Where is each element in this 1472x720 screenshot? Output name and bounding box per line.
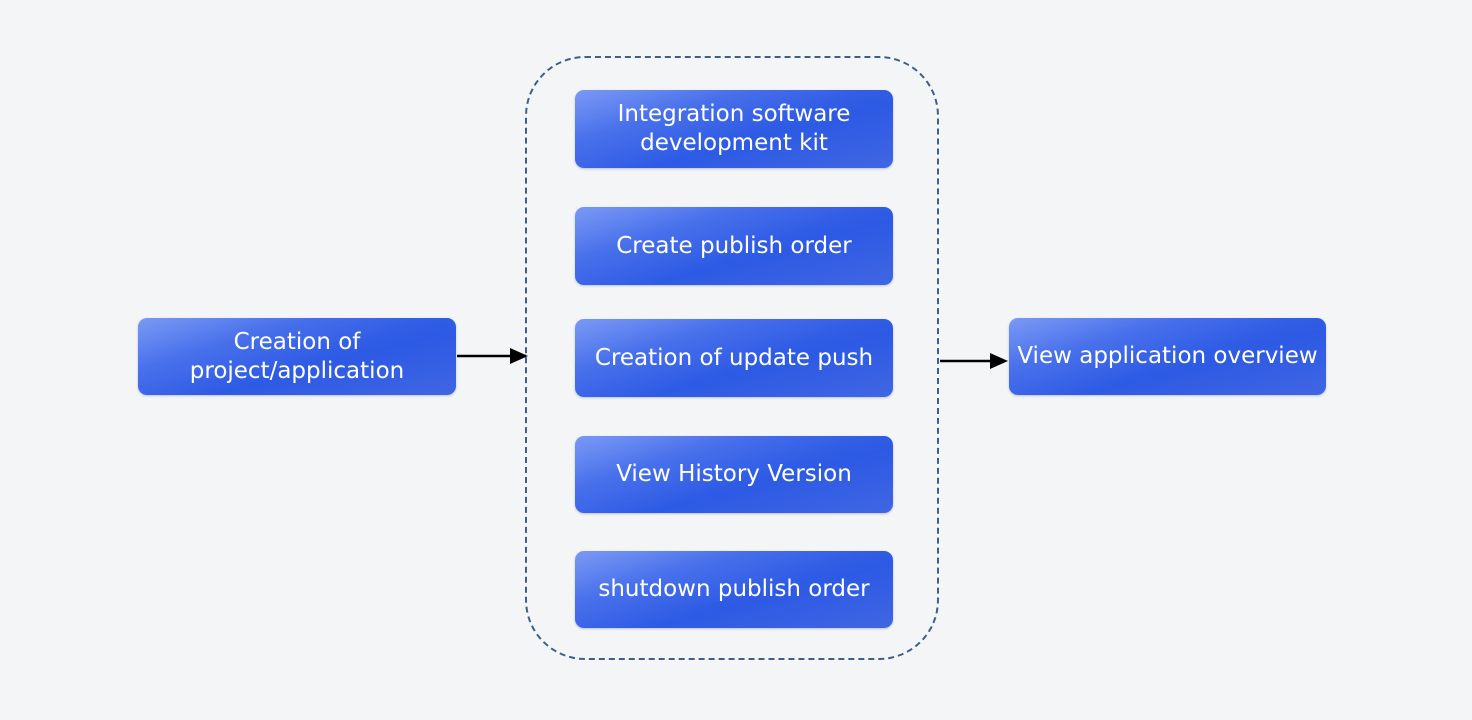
node-label-line-1: Integration software xyxy=(617,101,851,127)
node-label: Creation of update push xyxy=(594,344,874,371)
arrow-head-group-to-end xyxy=(990,353,1008,369)
node-label: Create publish order xyxy=(616,232,852,259)
step-group-container xyxy=(525,56,939,660)
node-create-publish-order: Create publish order xyxy=(575,207,893,285)
node-creation-of-project: Creation of project/application xyxy=(138,318,456,395)
node-label-line-2: development kit xyxy=(640,130,828,156)
node-integration-sdk: Integration software development kit xyxy=(575,90,893,168)
node-label: View application overview xyxy=(1017,343,1318,369)
node-label: View History Version xyxy=(616,461,852,487)
node-label-line-1: Creation of xyxy=(233,328,361,355)
arrow-head-start-to-group xyxy=(510,348,528,364)
node-creation-of-update-push: Creation of update push xyxy=(575,319,893,397)
node-view-history-version: View History Version xyxy=(575,436,893,513)
node-shutdown-publish-order: shutdown publish order xyxy=(575,551,893,628)
node-label: shutdown publish order xyxy=(598,576,870,602)
node-view-application-overview: View application overview xyxy=(1009,318,1326,395)
node-label-line-2: project/application xyxy=(189,357,405,384)
